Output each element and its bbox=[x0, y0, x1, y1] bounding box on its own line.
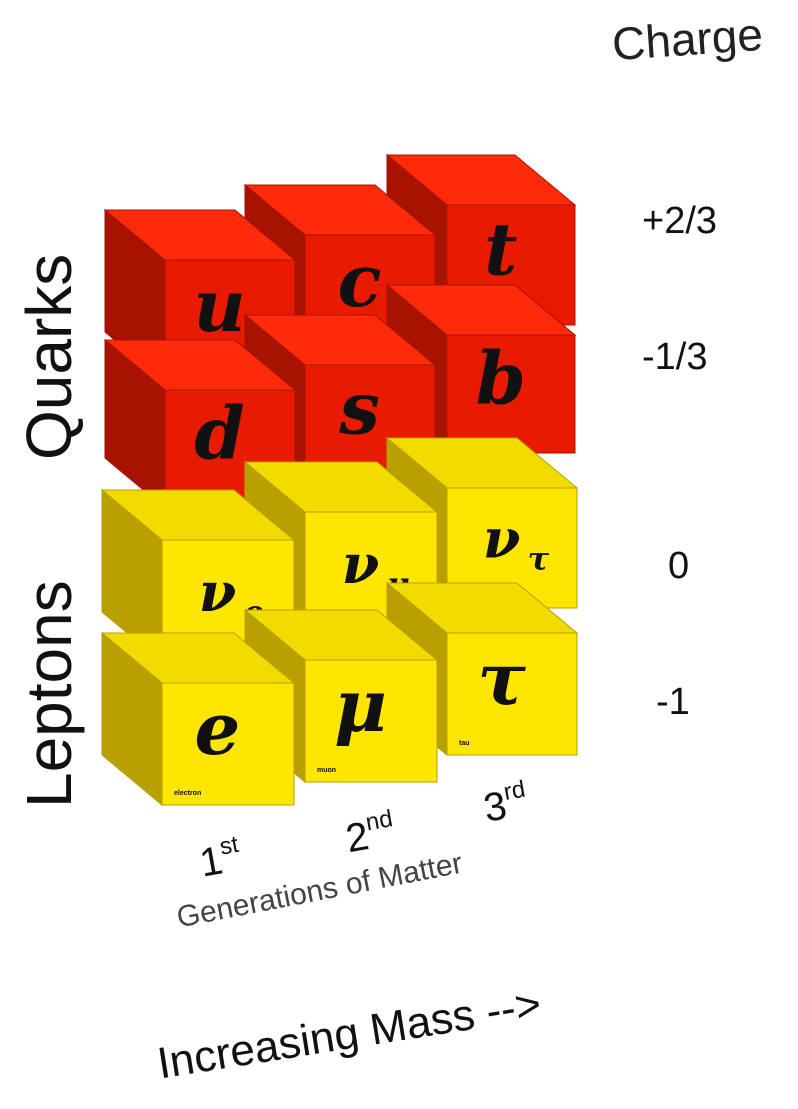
cube-front-face bbox=[446, 334, 576, 454]
particle-symbol: ν bbox=[342, 532, 379, 596]
particle-symbol: u bbox=[193, 263, 245, 348]
particle-symbol: ν bbox=[199, 560, 236, 624]
particle-symbol: c bbox=[338, 238, 382, 323]
particle-symbol: μ bbox=[334, 663, 387, 748]
particle-symbol: b bbox=[476, 335, 526, 420]
particle-symbol: d bbox=[194, 390, 244, 475]
particle-symbol: t bbox=[484, 207, 517, 292]
cube-front-face bbox=[161, 682, 295, 806]
charge-down-type: -1/3 bbox=[642, 336, 708, 378]
particle-name: muon bbox=[317, 767, 336, 774]
generation-3-label: 3rd bbox=[480, 775, 528, 831]
particle-name: electron bbox=[174, 790, 201, 797]
generation-2-label: 2nd bbox=[342, 805, 395, 862]
particle-symbol: e bbox=[195, 686, 241, 771]
particle-cube-e: e electron bbox=[100, 631, 296, 807]
particle-symbol: s bbox=[338, 365, 380, 450]
charge-charged-leptons: -1 bbox=[656, 681, 690, 723]
particle-symbol: τ bbox=[477, 636, 526, 721]
particle-symbol: ν bbox=[483, 507, 520, 571]
cube-front-face bbox=[304, 659, 438, 783]
cube-front-face bbox=[446, 632, 578, 756]
particle-cube-tau: τ tau bbox=[385, 581, 579, 757]
charge-up-type: +2/3 bbox=[642, 200, 718, 242]
particle-subscript: τ bbox=[528, 540, 550, 578]
charge-neutrinos: 0 bbox=[668, 545, 690, 587]
particle-name: tau bbox=[459, 740, 470, 747]
generation-1-label: 1st bbox=[196, 830, 241, 886]
